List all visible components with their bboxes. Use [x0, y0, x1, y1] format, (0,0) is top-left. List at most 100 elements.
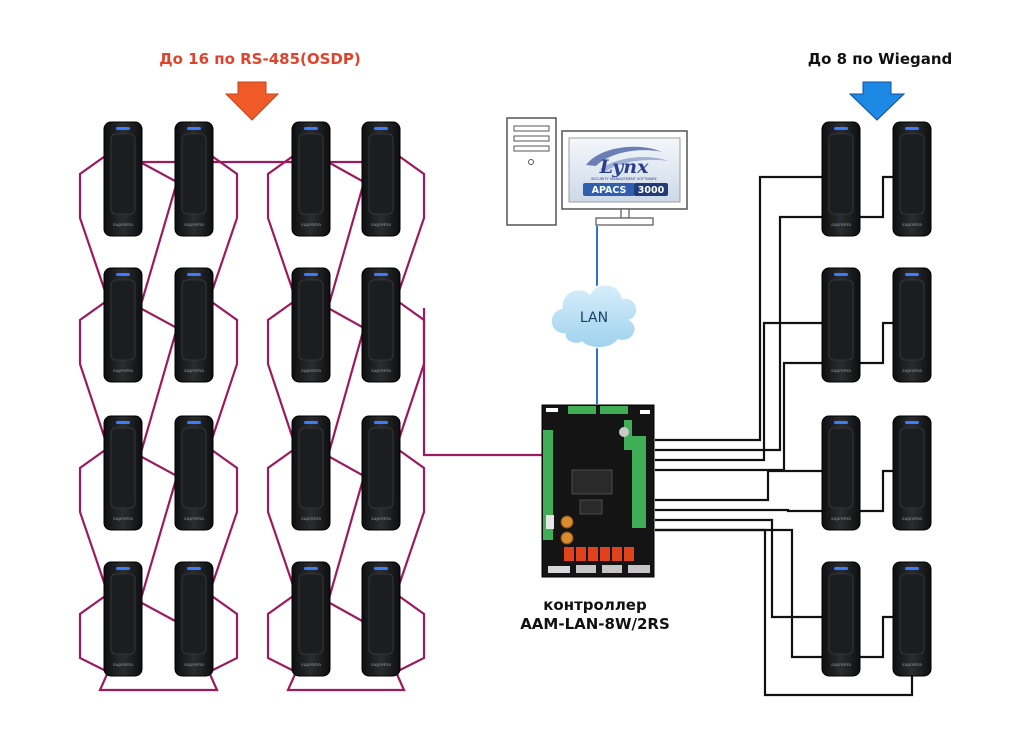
card-reader: suprema: [291, 561, 331, 677]
reader-brand-label: suprema: [831, 662, 851, 668]
card-reader: suprema: [892, 121, 932, 237]
led-indicator-icon: [834, 421, 848, 424]
cloud-icon: [550, 284, 638, 349]
lynx-logo: Lynx: [599, 156, 650, 178]
wiegand-wire: [655, 469, 822, 502]
controller-caption-line2: AAM-LAN-8W/2RS: [520, 615, 670, 633]
rs485-wire-inner-0: [138, 161, 179, 623]
reader-brand-label: suprema: [113, 662, 133, 668]
card-reader: suprema: [174, 561, 214, 677]
wiegand-wire: [655, 321, 822, 462]
led-indicator-icon: [905, 127, 919, 130]
rs485-wire-bottom-0: [98, 671, 219, 692]
reader-brand-label: suprema: [301, 516, 321, 522]
led-indicator-icon: [116, 421, 130, 424]
led-indicator-icon: [905, 273, 919, 276]
product-version: 3000: [638, 185, 665, 196]
reader-brand-label: suprema: [902, 662, 922, 668]
card-reader: suprema: [892, 561, 932, 677]
reader-brand-label: suprema: [831, 222, 851, 228]
reader-brand-label: suprema: [371, 368, 391, 374]
reader-brand-label: suprema: [902, 222, 922, 228]
reader-brand-label: suprema: [301, 222, 321, 228]
rs485-wire-inner-1: [326, 161, 366, 623]
led-indicator-icon: [116, 567, 130, 570]
card-reader: suprema: [103, 121, 143, 237]
card-reader: suprema: [291, 415, 331, 531]
led-indicator-icon: [834, 567, 848, 570]
wiegand-wire: [655, 518, 822, 619]
reader-brand-label: suprema: [371, 516, 391, 522]
rs485-wire-bottom-1: [286, 671, 406, 692]
lan-label: LAN: [580, 310, 608, 326]
controller-board: [541, 404, 655, 578]
arrow-down-icon-rs485: [224, 81, 280, 121]
rs485-caption: До 16 по RS-485(OSDP): [0, 50, 520, 68]
rs485-wire-to-controller: [422, 308, 543, 457]
product-name-apacs: APACS: [592, 185, 627, 196]
led-indicator-icon: [905, 421, 919, 424]
readers-group: suprema suprema suprema suprema suprema supre…: [103, 121, 932, 677]
led-indicator-icon: [374, 127, 388, 130]
led-indicator-icon: [187, 127, 201, 130]
controller-caption: контроллер AAM-LAN-8W/2RS: [470, 596, 720, 634]
reader-brand-label: suprema: [371, 222, 391, 228]
reader-brand-label: suprema: [831, 516, 851, 522]
led-indicator-icon: [374, 567, 388, 570]
led-indicator-icon: [304, 567, 318, 570]
led-indicator-icon: [374, 421, 388, 424]
led-indicator-icon: [187, 567, 201, 570]
card-reader: suprema: [174, 267, 214, 383]
reader-brand-label: suprema: [184, 516, 204, 522]
card-reader: suprema: [892, 415, 932, 531]
lynx-swirl-icon: [586, 146, 662, 166]
reader-brand-label: suprema: [184, 662, 204, 668]
card-reader: suprema: [174, 121, 214, 237]
led-indicator-icon: [187, 421, 201, 424]
computer-monitor-icon: Lynx SECURITY MANAGEMENT SOFTWARE APACS …: [561, 130, 688, 226]
card-reader: suprema: [174, 415, 214, 531]
reader-brand-label: suprema: [113, 516, 133, 522]
card-reader: suprema: [291, 121, 331, 237]
card-reader: suprema: [892, 267, 932, 383]
rs485-caption-text: До 16 по RS-485(OSDP): [159, 50, 361, 68]
reader-brand-label: suprema: [301, 662, 321, 668]
card-reader: suprema: [821, 267, 861, 383]
computer-tower-icon: [506, 117, 557, 226]
arrow-down-icon-wiegand: [848, 81, 906, 121]
reader-brand-label: suprema: [113, 368, 133, 374]
reader-brand-label: suprema: [371, 662, 391, 668]
reader-brand-label: suprema: [902, 368, 922, 374]
led-indicator-icon: [187, 273, 201, 276]
reader-brand-label: suprema: [184, 368, 204, 374]
card-reader: suprema: [821, 121, 861, 237]
reader-brand-label: suprema: [113, 222, 133, 228]
card-reader: suprema: [821, 415, 861, 531]
led-indicator-icon: [905, 567, 919, 570]
led-indicator-icon: [834, 273, 848, 276]
card-reader: suprema: [103, 561, 143, 677]
reader-brand-label: suprema: [831, 368, 851, 374]
reader-brand-label: suprema: [184, 222, 204, 228]
led-indicator-icon: [116, 273, 130, 276]
card-reader: suprema: [291, 267, 331, 383]
wiegand-wire: [655, 175, 822, 442]
card-reader: suprema: [103, 415, 143, 531]
card-reader: suprema: [361, 121, 401, 237]
led-indicator-icon: [304, 273, 318, 276]
card-reader: suprema: [361, 415, 401, 531]
card-reader: suprema: [103, 267, 143, 383]
reader-brand-label: suprema: [902, 516, 922, 522]
led-indicator-icon: [374, 273, 388, 276]
card-reader: suprema: [361, 561, 401, 677]
led-indicator-icon: [834, 127, 848, 130]
card-reader: suprema: [821, 561, 861, 677]
wiegand-wire-bottom: [655, 528, 914, 697]
relay-row: [564, 547, 634, 561]
reader-brand-label: suprema: [301, 368, 321, 374]
lynx-subtitle: SECURITY MANAGEMENT SOFTWARE: [591, 177, 657, 181]
led-indicator-icon: [304, 421, 318, 424]
card-reader: suprema: [361, 267, 401, 383]
led-indicator-icon: [116, 127, 130, 130]
